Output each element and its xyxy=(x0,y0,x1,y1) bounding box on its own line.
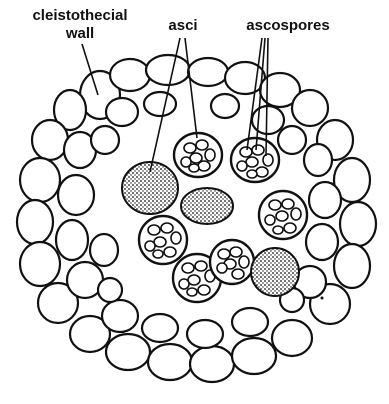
label-asci: asci xyxy=(168,17,197,34)
label-wall: wall xyxy=(65,25,94,42)
asci-group xyxy=(122,133,307,302)
leader-ascospores-3 xyxy=(266,38,268,156)
immature-ascus-right xyxy=(251,248,299,296)
dot-mark xyxy=(321,297,324,300)
label-ascospores: ascospores xyxy=(246,17,329,34)
ascus xyxy=(174,133,222,177)
label-cleistothecial: cleistothecial xyxy=(32,7,127,24)
ascus xyxy=(210,240,254,284)
ascus xyxy=(231,138,279,182)
ascus xyxy=(259,191,307,239)
leader-asci-2 xyxy=(185,38,197,138)
ascus xyxy=(139,216,187,264)
immature-ascus-center xyxy=(181,188,233,224)
